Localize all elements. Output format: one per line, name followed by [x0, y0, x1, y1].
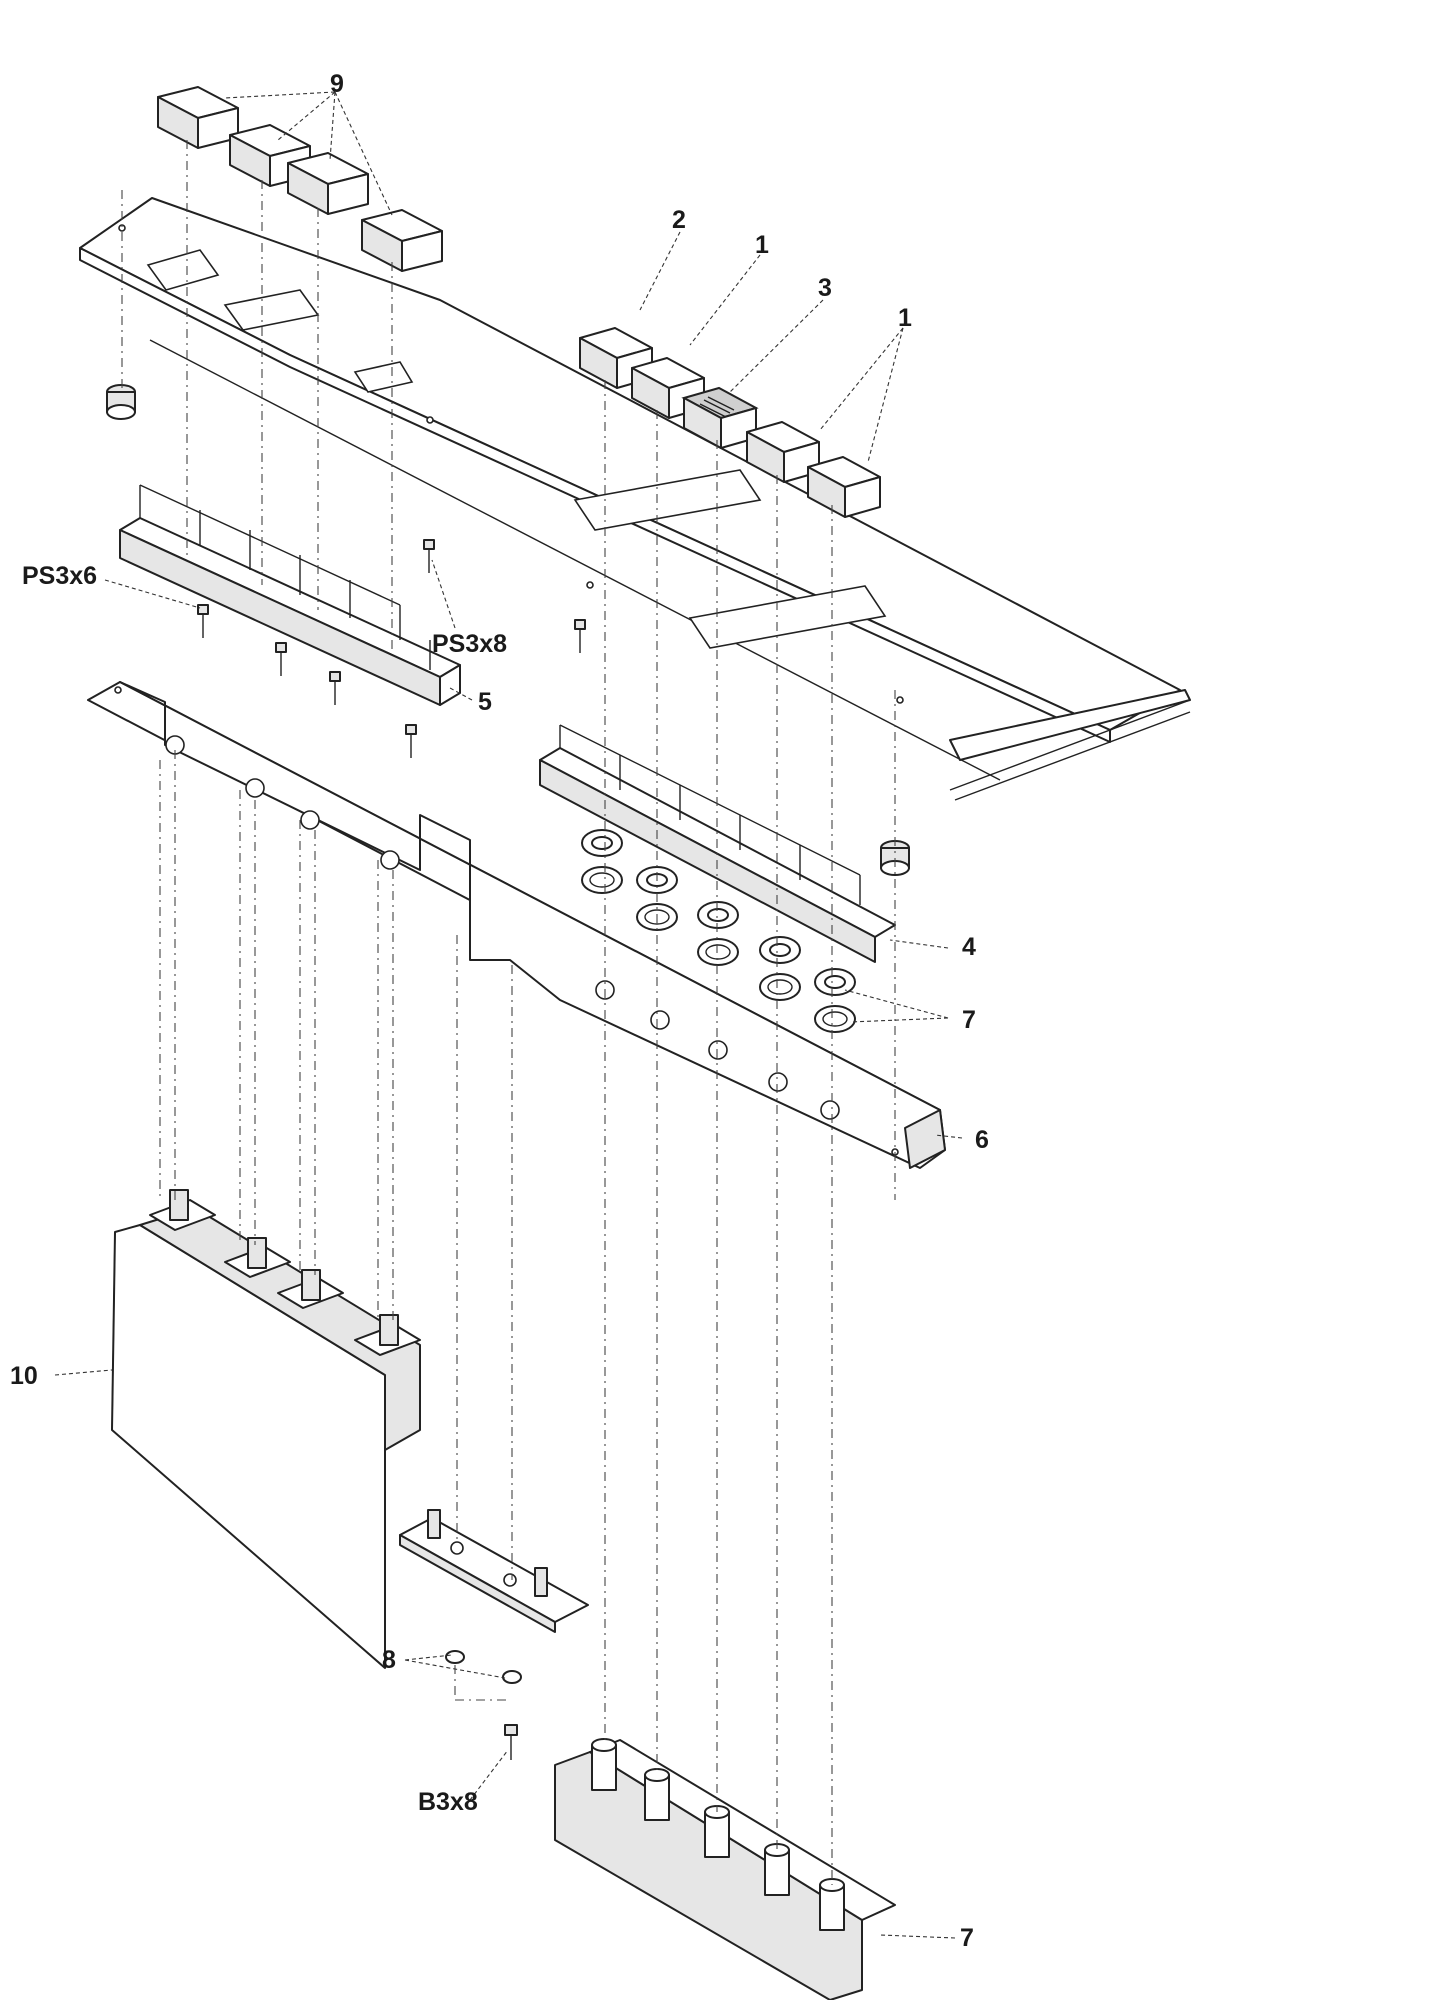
button-cap-3 — [681, 386, 759, 449]
label-5: 5 — [478, 688, 492, 716]
screws-ps3x6 — [197, 604, 417, 758]
switch-holder-5 — [119, 484, 461, 706]
button-caps-9 — [157, 86, 443, 272]
screws-ps3x8 — [423, 539, 586, 653]
label-4: 4 — [962, 933, 976, 961]
label-b3x8: B3x8 — [418, 1788, 478, 1816]
front-panel-plate — [79, 197, 1191, 801]
label-3: 3 — [818, 274, 832, 302]
label-2: 2 — [672, 206, 686, 234]
panel-spacer-left — [106, 384, 136, 420]
circuit-board-10 — [111, 1189, 421, 1669]
label-1: 1 — [898, 304, 912, 332]
label-9: 9 — [330, 70, 344, 98]
label-1: 1 — [755, 231, 769, 259]
label-7: 7 — [960, 1924, 974, 1952]
push-switches-7 — [554, 1738, 896, 2000]
nuts-and-washers-7 — [581, 829, 856, 1033]
label-ps3x6: PS3x6 — [22, 562, 97, 590]
button-cap-1 — [631, 357, 705, 419]
mounting-bracket-6 — [87, 681, 946, 1169]
button-cap-1 — [807, 456, 881, 518]
button-caps-right — [579, 327, 881, 518]
button-cap — [287, 152, 369, 215]
button-cap — [361, 209, 443, 272]
leader-lines — [54, 91, 963, 1939]
small-board-8 — [399, 1509, 589, 1760]
button-cap — [157, 86, 239, 149]
assembly-center-lines — [121, 140, 896, 1885]
label-ps3x8: PS3x8 — [432, 630, 507, 658]
label-8: 8 — [382, 1646, 396, 1674]
label-7: 7 — [962, 1006, 976, 1034]
label-10: 10 — [10, 1362, 38, 1390]
label-6: 6 — [975, 1126, 989, 1154]
